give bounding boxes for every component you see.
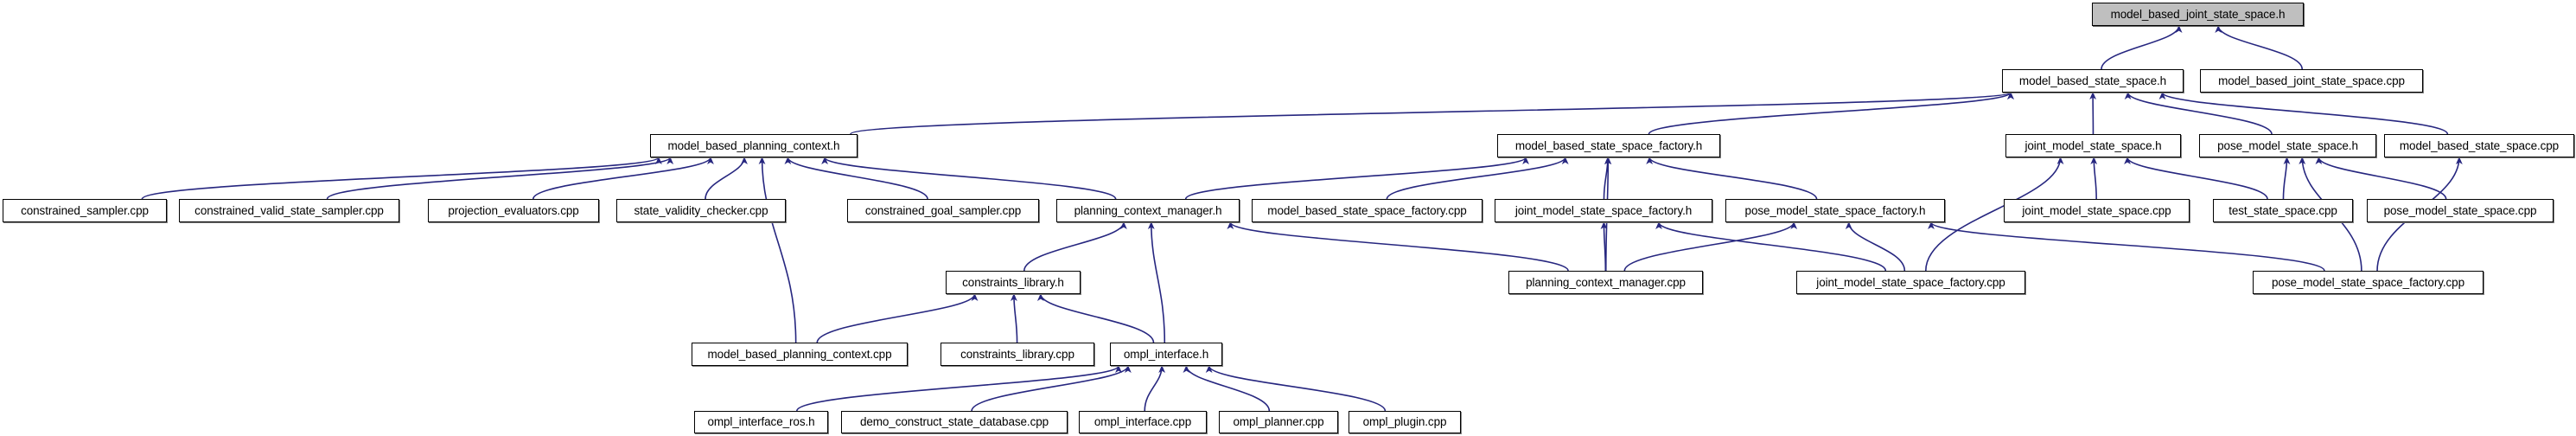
graph-node-label: joint_model_state_space_factory.cpp <box>1816 275 2005 289</box>
graph-node-demo_construct_state_database_cpp[interactable]: demo_construct_state_database.cpp <box>841 411 1068 433</box>
graph-node-ompl_plugin_cpp[interactable]: ompl_plugin.cpp <box>1349 411 1461 433</box>
graph-node-ompl_planner_cpp[interactable]: ompl_planner.cpp <box>1219 411 1338 433</box>
graph-node-label: ompl_plugin.cpp <box>1362 415 1447 429</box>
graph-node-label: ompl_interface.h <box>1123 347 1209 361</box>
graph-node-label: state_validity_checker.cpp <box>634 203 768 217</box>
graph-node-pose_model_state_space_cpp[interactable]: pose_model_state_space.cpp <box>2367 199 2554 222</box>
graph-node-ompl_interface_h[interactable]: ompl_interface.h <box>1110 343 1222 366</box>
graph-node-label: model_based_planning_context.cpp <box>707 347 892 361</box>
graph-node-label: demo_construct_state_database.cpp <box>859 415 1049 429</box>
graph-node-model_based_state_space_factory_cpp[interactable]: model_based_state_space_factory.cpp <box>1252 199 1482 222</box>
graph-node-label: test_state_space.cpp <box>2228 203 2337 217</box>
graph-node-label: ompl_interface_ros.h <box>707 415 815 429</box>
graph-node-label: projection_evaluators.cpp <box>448 203 579 217</box>
graph-node-label: planning_context_manager.h <box>1074 203 1222 217</box>
graph-node-label: pose_model_state_space.cpp <box>2383 203 2537 217</box>
graph-node-constrained_goal_sampler_cpp[interactable]: constrained_goal_sampler.cpp <box>847 199 1039 222</box>
graph-node-ompl_interface_ros_h[interactable]: ompl_interface_ros.h <box>694 411 828 433</box>
graph-node-model_based_joint_state_space_cpp[interactable]: model_based_joint_state_space.cpp <box>2200 69 2423 93</box>
graph-node-label: model_based_state_space_factory.cpp <box>1267 203 1467 217</box>
graph-node-constrained_valid_state_sampler_cpp[interactable]: constrained_valid_state_sampler.cpp <box>179 199 399 222</box>
graph-node-planning_context_manager_h[interactable]: planning_context_manager.h <box>1056 199 1240 222</box>
graph-node-label: model_based_planning_context.h <box>667 138 840 152</box>
graph-node-label: joint_model_state_space_factory.h <box>1514 203 1693 217</box>
graph-node-pose_model_state_space_h[interactable]: pose_model_state_space.h <box>2199 134 2376 157</box>
graph-node-joint_model_state_space_cpp[interactable]: joint_model_state_space.cpp <box>2004 199 2190 222</box>
graph-node-state_validity_checker_cpp[interactable]: state_validity_checker.cpp <box>616 199 786 222</box>
graph-node-constraints_library_h[interactable]: constraints_library.h <box>946 271 1081 294</box>
graph-node-planning_context_manager_cpp[interactable]: planning_context_manager.cpp <box>1508 271 1703 294</box>
graph-node-label: model_based_state_space_factory.h <box>1514 138 1703 152</box>
graph-node-model_based_planning_context_cpp[interactable]: model_based_planning_context.cpp <box>692 343 908 366</box>
graph-node-label: constraints_library.cpp <box>960 347 1074 361</box>
graph-node-constrained_sampler_cpp[interactable]: constrained_sampler.cpp <box>3 199 167 222</box>
graph-node-label: ompl_planner.cpp <box>1233 415 1324 429</box>
graph-node-joint_model_state_space_factory_cpp[interactable]: joint_model_state_space_factory.cpp <box>1796 271 2025 294</box>
graph-node-label: model_based_joint_state_space.h <box>2110 7 2286 21</box>
graph-node-model_based_state_space_h[interactable]: model_based_state_space.h <box>2002 69 2184 93</box>
graph-node-model_based_joint_state_space_h[interactable]: model_based_joint_state_space.h <box>2092 3 2304 26</box>
graph-node-label: constrained_goal_sampler.cpp <box>864 203 1022 217</box>
graph-node-label: joint_model_state_space.cpp <box>2022 203 2171 217</box>
graph-node-label: pose_model_state_space.h <box>2217 138 2358 152</box>
graph-node-label: joint_model_state_space.h <box>2024 138 2162 152</box>
graph-node-label: constrained_sampler.cpp <box>21 203 149 217</box>
graph-node-projection_evaluators_cpp[interactable]: projection_evaluators.cpp <box>428 199 599 222</box>
graph-node-model_based_state_space_cpp[interactable]: model_based_state_space.cpp <box>2384 134 2574 157</box>
graph-node-label: model_based_joint_state_space.cpp <box>2218 74 2405 87</box>
graph-node-label: model_based_state_space.cpp <box>2399 138 2560 152</box>
graph-node-model_based_state_space_factory_h[interactable]: model_based_state_space_factory.h <box>1497 134 1720 157</box>
graph-node-ompl_interface_cpp[interactable]: ompl_interface.cpp <box>1079 411 1207 433</box>
graph-node-test_state_space_cpp[interactable]: test_state_space.cpp <box>2213 199 2353 222</box>
graph-node-model_based_planning_context_h[interactable]: model_based_planning_context.h <box>650 134 858 157</box>
graph-node-label: pose_model_state_space_factory.h <box>1744 203 1926 217</box>
graph-node-label: constrained_valid_state_sampler.cpp <box>194 203 384 217</box>
graph-node-label: ompl_interface.cpp <box>1094 415 1192 429</box>
graph-node-joint_model_state_space_factory_h[interactable]: joint_model_state_space_factory.h <box>1495 199 1712 222</box>
graph-node-joint_model_state_space_h[interactable]: joint_model_state_space.h <box>2005 134 2181 157</box>
graph-node-pose_model_state_space_factory_h[interactable]: pose_model_state_space_factory.h <box>1725 199 1945 222</box>
graph-node-label: pose_model_state_space_factory.cpp <box>2272 275 2464 289</box>
graph-node-label: constraints_library.h <box>962 275 1064 289</box>
graph-node-constraints_library_cpp[interactable]: constraints_library.cpp <box>940 343 1094 366</box>
graph-node-label: planning_context_manager.cpp <box>1526 275 1686 289</box>
graph-node-label: model_based_state_space.h <box>2018 74 2167 87</box>
graph-node-pose_model_state_space_factory_cpp[interactable]: pose_model_state_space_factory.cpp <box>2253 271 2484 294</box>
